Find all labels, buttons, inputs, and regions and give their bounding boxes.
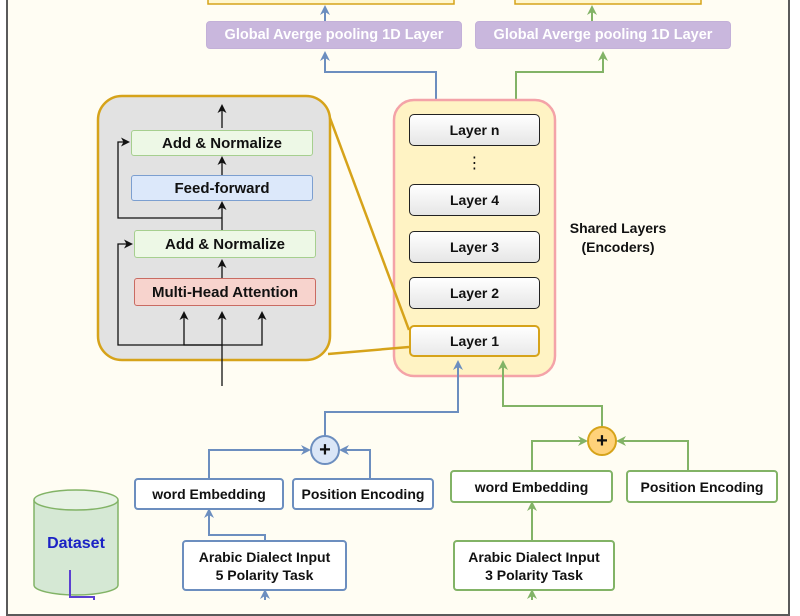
word-embedding-right: word Embedding <box>450 470 613 503</box>
layer-3: Layer 3 <box>409 231 540 263</box>
input-right-line2: 3 Polarity Task <box>485 566 583 583</box>
dataset-cylinder <box>33 489 119 596</box>
arrow-word-emb-to-sum-left <box>208 445 311 478</box>
dataset-label: Dataset <box>47 535 105 552</box>
shared-layers-label-line2: (Encoders) <box>581 239 655 255</box>
layer-1: Layer 1 <box>409 325 540 357</box>
input-right-line1: Arabic Dialect Input <box>468 548 600 565</box>
arrow-mha-v <box>222 311 267 346</box>
top-output-box-left <box>207 0 455 5</box>
zoom-line-bottom <box>327 345 410 356</box>
arrow-shared-to-pool-right <box>515 51 608 100</box>
arrow-word-emb-to-sum-right <box>531 436 588 470</box>
zoom-line-top <box>328 117 411 331</box>
arrow-input-to-word-emb-left <box>204 508 266 540</box>
layer-n: Layer n <box>409 114 540 146</box>
arrow-shared-to-pool-left <box>320 51 437 100</box>
dataset-connector <box>69 570 95 600</box>
global-avg-pooling-left: Global Averge pooling 1D Layer <box>206 21 462 49</box>
global-avg-pooling-right: Global Averge pooling 1D Layer <box>475 21 731 49</box>
sum-node-left <box>310 435 340 465</box>
arrow-pos-enc-to-sum-right <box>616 436 689 470</box>
input-left-line2: 5 Polarity Task <box>215 566 314 583</box>
arrow-pos-enc-to-sum-left <box>339 445 371 478</box>
arabic-dialect-input-5-polarity: Arabic Dialect Input 5 Polarity Task <box>182 540 347 591</box>
layer-2: Layer 2 <box>409 277 540 309</box>
shared-layers-label-line1: Shared Layers <box>569 220 667 236</box>
arrow-residual-2 <box>117 137 222 219</box>
add-normalize-top: Add & Normalize <box>131 130 313 156</box>
sum-node-right <box>587 426 617 456</box>
layer-ellipsis: ⋮ <box>466 155 483 172</box>
shared-layers-label: Shared Layers (Encoders) <box>556 219 680 257</box>
feed-forward-block: Feed-forward <box>131 175 313 201</box>
layer-4: Layer 4 <box>409 184 540 216</box>
input-left-line1: Arabic Dialect Input <box>198 548 331 565</box>
position-encoding-right: Position Encoding <box>626 470 778 503</box>
multi-head-attention-block: Multi-Head Attention <box>134 278 316 306</box>
arrow-residual-1 <box>117 239 222 346</box>
plus-left: + <box>319 439 331 461</box>
position-encoding-left: Position Encoding <box>292 478 434 510</box>
arabic-dialect-input-3-polarity: Arabic Dialect Input 3 Polarity Task <box>453 540 615 591</box>
word-embedding-left: word Embedding <box>134 478 284 510</box>
arrow-left-sum-to-layer1 <box>324 360 463 437</box>
arrow-right-sum-to-layer1 <box>498 360 603 430</box>
top-output-box-right <box>514 0 702 5</box>
connectors <box>33 0 702 600</box>
plus-right: + <box>596 430 608 452</box>
add-normalize-bottom: Add & Normalize <box>134 230 316 258</box>
